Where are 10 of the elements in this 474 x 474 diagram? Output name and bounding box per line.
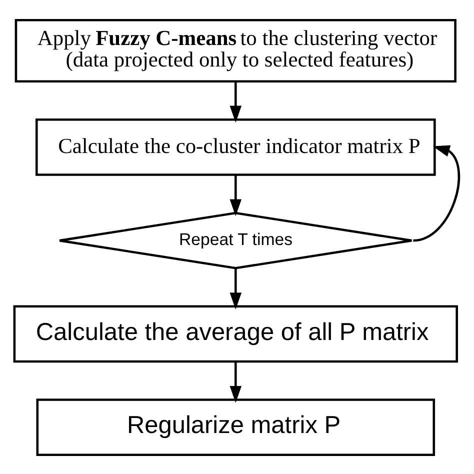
- arrow: [230, 268, 242, 309]
- arrow: [230, 174, 242, 216]
- arrow: [413, 144, 460, 242]
- arrow: [230, 81, 242, 122]
- node-box: Calculate the average of all P matrix: [13, 304, 458, 362]
- node-box: Apply Fuzzy C-means to the clustering vector (data projected only to selected features): [14, 18, 456, 82]
- node-box: Calculate the co-cluster indicator matrix P: [36, 118, 436, 176]
- node-box: Regularize matrix P: [36, 398, 436, 456]
- node-diamond: Repeat T times: [58, 211, 413, 269]
- arrow: [230, 361, 242, 402]
